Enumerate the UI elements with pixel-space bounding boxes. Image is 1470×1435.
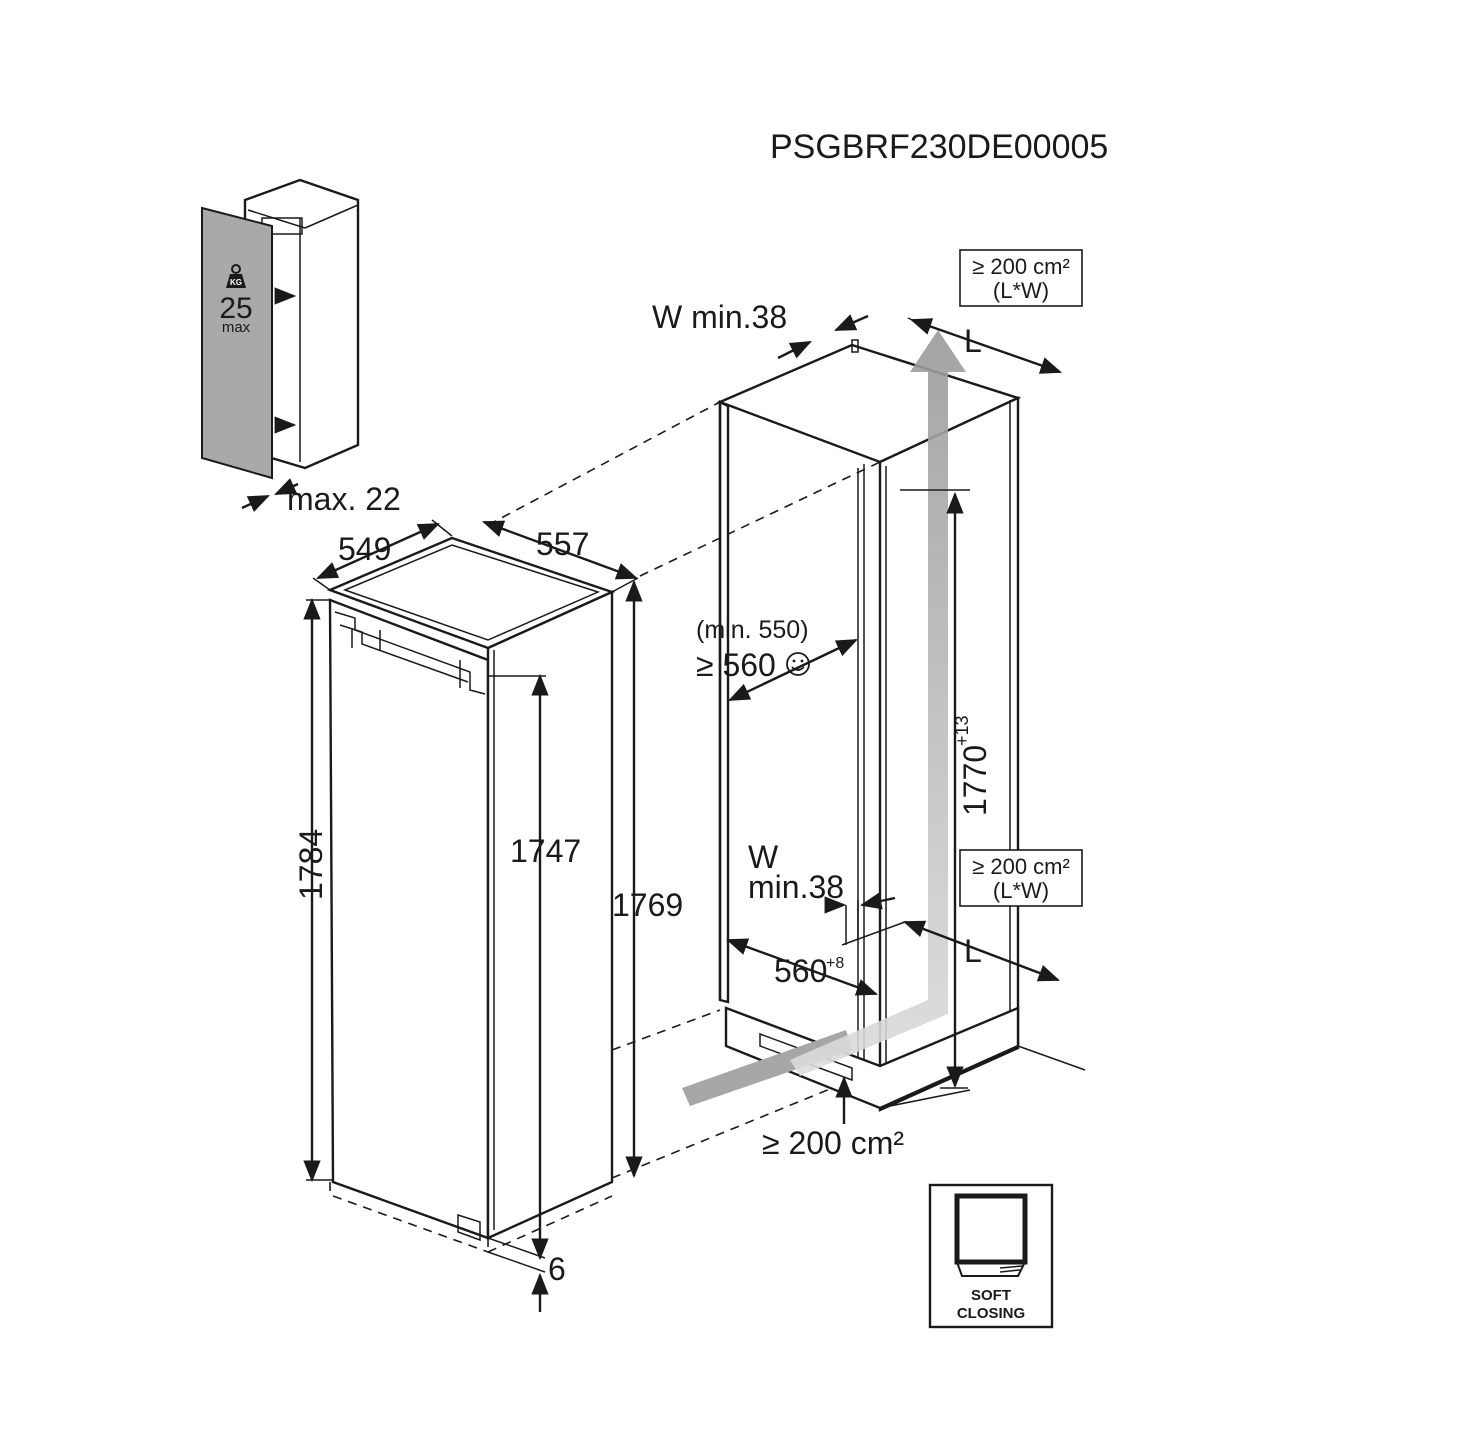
niche-width: 560 [774, 953, 827, 989]
max-thickness-label: max. 22 [287, 481, 401, 517]
L-bottom: L [964, 933, 982, 969]
soft-label: SOFT [971, 1287, 1011, 1304]
top-gap-label: W min.38 [652, 299, 787, 335]
svg-text:KG: KG [230, 278, 242, 287]
vent-mid-sub: (L*W) [993, 878, 1049, 903]
depth-557: 557 [536, 526, 589, 562]
soft-closing-door-icon [954, 1193, 1028, 1277]
vent-bottom-label: ≥ 200 cm² [762, 1125, 904, 1161]
width-549: 549 [338, 531, 391, 567]
weight-icon: KG [226, 264, 246, 288]
vent-mid-value: ≥ 200 cm² [972, 854, 1070, 879]
vent-top-box [959, 249, 1083, 307]
niche-illustration [682, 330, 1086, 1112]
gap-6: 6 [548, 1251, 566, 1287]
bottom-gap-min: min.38 [748, 869, 844, 905]
niche-dimensions: W min.38 L ≥ 200 cm² (L*W) (min. 550) ≥ … [652, 249, 1083, 1161]
appliance-dimensions: 549 557 1784 1747 1769 6 [293, 519, 683, 1312]
weight-value: 25 [219, 292, 252, 325]
appliance-illustration [326, 536, 616, 1253]
vent-top-sub: (L*W) [993, 278, 1049, 303]
height-1769: 1769 [612, 887, 683, 923]
min-depth-label: ≥ 560 [696, 647, 776, 683]
weight-unit: max [222, 319, 251, 336]
smiley-icon [786, 652, 810, 676]
height-1747: 1747 [510, 833, 581, 869]
vent-mid-box [959, 849, 1083, 907]
soft-closing-badge: SOFT CLOSING [928, 1183, 1054, 1329]
bottom-gap-w: W [748, 839, 779, 875]
model-code: PSGBRF230DE00005 [770, 128, 1108, 166]
closing-label: CLOSING [957, 1305, 1025, 1322]
min-depth-paren: (min. 550) [696, 616, 809, 644]
projection-lines [487, 401, 881, 1179]
niche-height-tolerance: +13 [952, 715, 972, 746]
vent-top-value: ≥ 200 cm² [972, 254, 1070, 279]
niche-width-tolerance: +8 [826, 955, 844, 972]
niche-height: 1770 [957, 745, 993, 816]
height-1784: 1784 [293, 829, 329, 900]
L-top: L [964, 323, 982, 359]
door-panel-illustration: KG 25 max max. 22 [201, 178, 401, 517]
